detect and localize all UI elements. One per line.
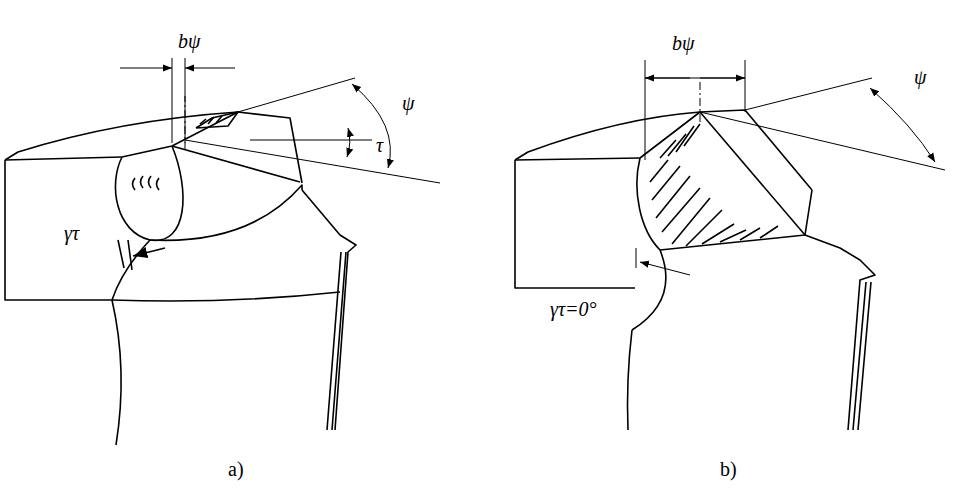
angle-dimension-label: τ [374,134,385,156]
angle-dimension-label: bψ [670,32,696,54]
subfigure-label: a) [226,458,246,480]
angle-dimension-label: ψ [912,66,928,88]
subfigure-label: b) [718,458,739,480]
angle-dimension-label: γτ=0° [548,298,599,320]
angle-dimension-label: bψ [176,30,202,52]
angle-dimension-label: γτ [62,222,81,244]
angle-dimension-label: ψ [400,92,416,114]
